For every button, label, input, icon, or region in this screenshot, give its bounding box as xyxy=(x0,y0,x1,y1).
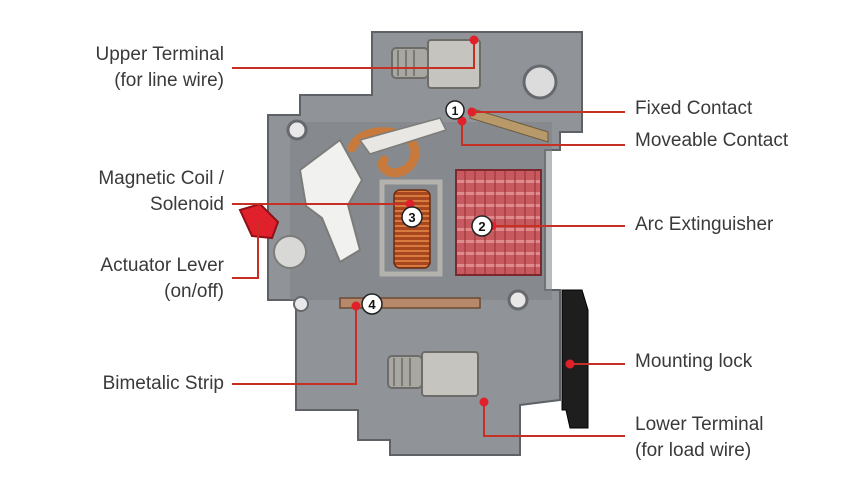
label-fixed-contact-line1: Fixed Contact xyxy=(635,98,753,119)
upper-terminal-block xyxy=(427,39,481,89)
trip-mechanism xyxy=(298,138,364,264)
coil-winding xyxy=(393,189,431,269)
label-upper-terminal-line2: (for line wire) xyxy=(114,70,224,91)
dot-moveable-contact xyxy=(457,116,467,126)
leader-lines xyxy=(232,40,625,437)
label-actuator-lever-line1: Actuator Lever xyxy=(100,255,224,276)
dot-magnetic-coil xyxy=(405,199,415,209)
marker-4: 4 xyxy=(361,293,383,315)
leader-moveable-contact xyxy=(461,121,625,146)
label-lower-terminal-line2: (for load wire) xyxy=(635,440,752,461)
label-lower-terminal: Lower Terminal (for load wire) xyxy=(635,412,763,464)
lower-terminal-screw xyxy=(387,355,423,389)
mounting-lock-clip xyxy=(561,289,589,429)
label-upper-terminal-line1: Upper Terminal xyxy=(95,44,224,65)
label-moveable-contact: Moveable Contact xyxy=(635,128,788,154)
dot-upper-terminal xyxy=(469,35,479,45)
marker-2: 2 xyxy=(471,215,493,237)
upper-terminal-screw xyxy=(391,47,429,79)
label-moveable-contact-line1: Moveable Contact xyxy=(635,130,789,151)
moveable-contact-arm xyxy=(358,117,448,155)
marker-3-label: 3 xyxy=(408,210,415,225)
leader-lower-terminal xyxy=(483,402,625,437)
label-magnetic-coil-line2: Solenoid xyxy=(150,194,224,215)
label-magnetic-coil: Magnetic Coil / Solenoid xyxy=(98,166,224,218)
leader-upper-terminal xyxy=(232,40,475,69)
dot-mounting-lock xyxy=(565,359,575,369)
housing-hole-left-low xyxy=(293,296,309,312)
label-mounting-lock-line1: Mounting lock xyxy=(635,351,753,372)
label-magnetic-coil-line1: Magnetic Coil / xyxy=(98,168,224,189)
lower-terminal-block xyxy=(421,351,479,397)
marker-1: 1 xyxy=(445,100,465,120)
label-actuator-lever: Actuator Lever (on/off) xyxy=(100,253,224,305)
marker-3: 3 xyxy=(401,206,423,228)
lever-pivot xyxy=(273,235,307,269)
label-actuator-lever-line2: (on/off) xyxy=(164,281,224,302)
housing-hole-top-right xyxy=(522,64,558,100)
label-arc-extinguisher-line1: Arc Extinguisher xyxy=(635,214,774,235)
dot-fixed-contact xyxy=(467,107,477,117)
bimetal-strip xyxy=(339,297,481,309)
leader-dots xyxy=(253,35,575,407)
marker-1-label: 1 xyxy=(452,104,459,118)
label-bimetalic-strip: Bimetalic Strip xyxy=(103,371,224,397)
housing-hole-bottom xyxy=(507,289,529,311)
label-lower-terminal-line1: Lower Terminal xyxy=(635,414,764,435)
label-arc-extinguisher: Arc Extinguisher xyxy=(635,212,773,238)
label-mounting-lock: Mounting lock xyxy=(635,349,752,375)
leader-bimetal-strip xyxy=(232,306,357,385)
label-fixed-contact: Fixed Contact xyxy=(635,96,752,122)
marker-4-label: 4 xyxy=(368,297,376,312)
marker-2-label: 2 xyxy=(478,219,485,234)
dot-actuator-lever xyxy=(253,213,263,223)
label-bimetalic-strip-line1: Bimetalic Strip xyxy=(102,373,224,394)
dot-bimetal-strip xyxy=(351,301,361,311)
copper-braid xyxy=(347,127,420,178)
coil-frame xyxy=(379,179,443,277)
dot-lower-terminal xyxy=(479,397,489,407)
leader-actuator-lever xyxy=(232,218,259,279)
arc-extinguisher-stack xyxy=(455,169,542,276)
label-upper-terminal: Upper Terminal (for line wire) xyxy=(96,42,224,94)
housing-hole-left xyxy=(286,119,308,141)
